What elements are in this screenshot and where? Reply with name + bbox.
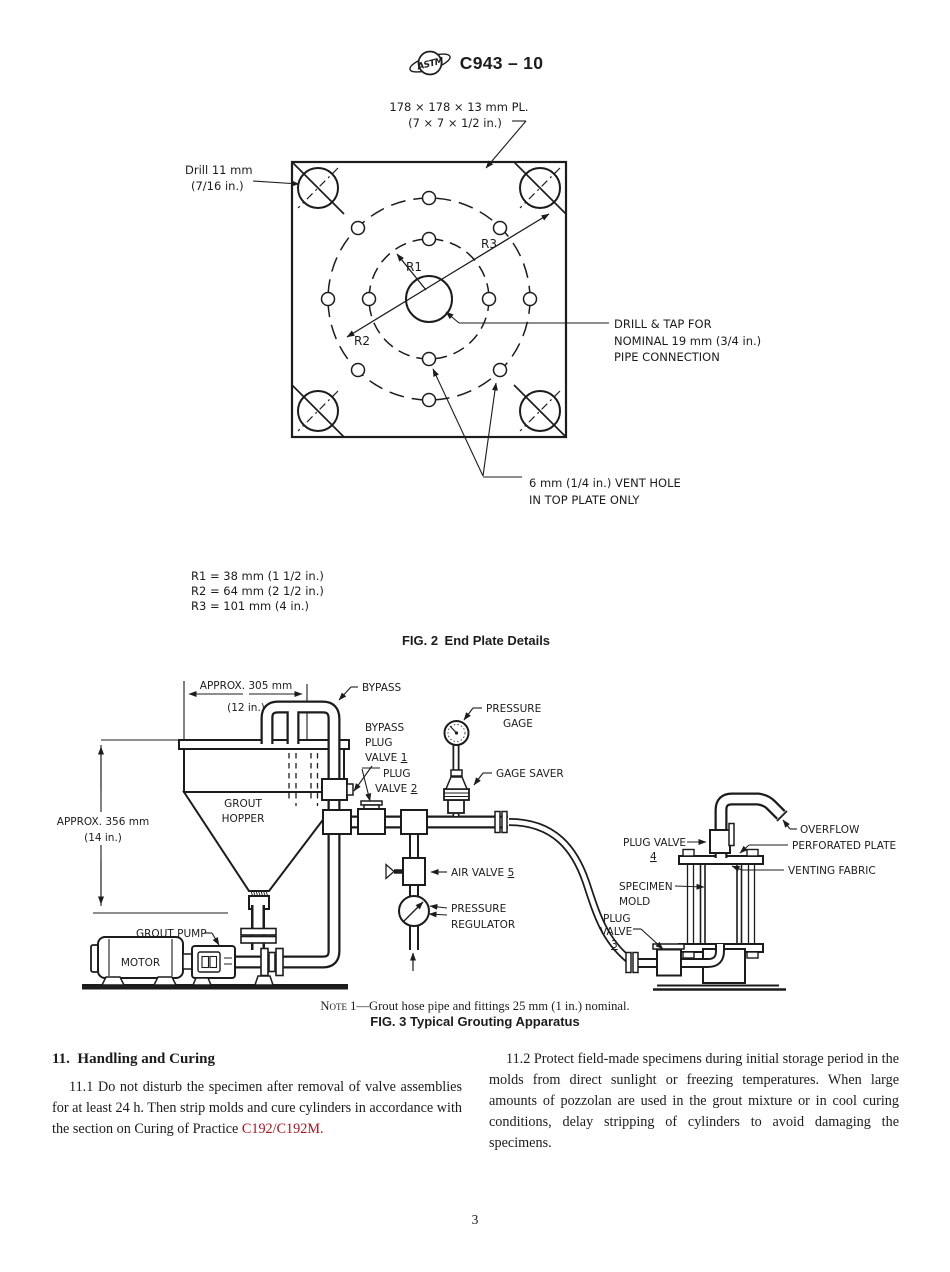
end-plate: R1 R2 R3 <box>290 160 568 439</box>
label-specimen-mold-1: SPECIMEN <box>619 881 673 893</box>
dim-height-line2: (14 in.) <box>84 832 122 844</box>
label-bypass-valve-1b: PLUG <box>365 737 392 749</box>
label-specimen-mold-2: MOLD <box>619 896 650 908</box>
tee-fitting <box>400 809 428 835</box>
standard-designation: C943 – 10 <box>459 52 544 73</box>
hose-coupling <box>625 951 632 974</box>
right-column: 11.2 Protect field-made specimens during… <box>489 1049 899 1154</box>
left-column: 11. Handling and Curing 11.1 Do not dist… <box>52 1049 462 1140</box>
label-r3: R3 <box>481 237 497 251</box>
discharge-coupling <box>260 947 269 977</box>
plug-valve-4 <box>709 822 735 854</box>
paragraph-11-1: 11.1 Do not disturb the specimen after r… <box>52 1077 462 1140</box>
label-venting-fabric: VENTING FABRIC <box>788 865 876 877</box>
plate-size-callout: 178 × 178 × 13 mm PL. (7 × 7 × 1/2 in.) <box>389 100 529 169</box>
pipe-coupling <box>494 810 501 834</box>
label-perforated-plate: PERFORATED PLATE <box>792 840 896 852</box>
drill-tap-line2: NOMINAL 19 mm (3/4 in.) <box>614 334 761 348</box>
drill-line2: (7/16 in.) <box>191 179 244 193</box>
tee-fitting <box>322 809 352 835</box>
drill-tap-line1: DRILL & TAP FOR <box>614 317 712 331</box>
label-plug-valve-3-num: 3 <box>611 939 618 951</box>
c192-link[interactable]: C192/C192M. <box>241 1121 324 1137</box>
bypass-plug-valve-1 <box>321 778 354 801</box>
figure-3-note: Note 1—Grout hose pipe and fittings 25 m… <box>0 999 950 1014</box>
pressure-gauge <box>443 720 470 746</box>
dimension-width: APPROX. 305 mm (12 in.) <box>183 680 308 744</box>
corner-drill-holes <box>291 161 567 438</box>
fittings-and-valves <box>321 720 735 977</box>
label-gage-saver: GAGE SAVER <box>496 768 564 780</box>
hose-coupling <box>632 951 639 974</box>
label-plug-valve-4-num: 4 <box>650 851 657 863</box>
dim-width-line2: (12 in.) <box>227 702 265 714</box>
figure-3-caption: FIG. 3 Typical Grouting Apparatus <box>370 1014 580 1029</box>
label-overflow: OVERFLOW <box>800 824 860 836</box>
center-pipe-hole <box>405 275 453 323</box>
hidden-pipe-lines <box>288 753 319 806</box>
dimension-height: APPROX. 356 mm (14 in.) <box>53 739 228 914</box>
label-plug-valve-3a: PLUG <box>603 913 630 925</box>
label-plug-valve-3b: VALVE <box>600 926 632 938</box>
gage-saver-device <box>443 769 470 814</box>
paragraph-11-1-text: 11.1 Do not disturb the specimen after r… <box>52 1079 462 1137</box>
drill-callout: Drill 11 mm (7/16 in.) <box>185 163 300 193</box>
note-text: Grout hose pipe and fittings 25 mm (1 in… <box>369 999 630 1013</box>
label-grout-hopper-1: GROUT <box>224 798 262 810</box>
label-pressure-regulator-1: PRESSURE <box>451 903 506 915</box>
label-plug-valve-2a: PLUG <box>383 768 410 780</box>
ground-line-pump <box>82 984 348 990</box>
plug-valve-2 <box>357 800 386 835</box>
section-heading: 11. Handling and Curing <box>52 1051 215 1067</box>
label-grout-hopper-2: HOPPER <box>222 813 265 825</box>
overflow-spout-end <box>776 810 788 822</box>
grout-hopper: GROUT HOPPER <box>178 739 350 910</box>
motor-and-pump <box>90 927 284 986</box>
plate-size-line2: (7 × 7 × 1/2 in.) <box>408 116 502 130</box>
vent-line2: IN TOP PLATE ONLY <box>529 493 640 507</box>
air-valve-5 <box>385 857 426 886</box>
label-pressure-regulator-2: REGULATOR <box>451 919 515 931</box>
pipe-coupling <box>501 810 508 834</box>
figure-2-end-plate-drawing: R1 R2 R3 178 × 178 × 13 mm PL. (7 × 7 × … <box>185 100 761 648</box>
bolt-holes <box>320 190 538 408</box>
label-r1: R1 <box>406 260 422 274</box>
r1-definition: R1 = 38 mm (1 1/2 in.) <box>191 569 324 583</box>
paragraph-11-2: 11.2 Protect field-made specimens during… <box>489 1051 899 1151</box>
label-bypass-valve-1a: BYPASS <box>365 722 405 734</box>
ground-line-mold <box>653 984 786 991</box>
pressure-regulator-device <box>398 895 430 971</box>
label-plug-valve-4: PLUG VALVE <box>623 837 686 849</box>
r3-definition: R3 = 101 mm (4 in.) <box>191 599 309 613</box>
dim-width-line1: APPROX. 305 mm <box>200 680 292 692</box>
drill-tap-line3: PIPE CONNECTION <box>614 350 720 364</box>
vent-line1: 6 mm (1/4 in.) VENT HOLE <box>529 476 681 490</box>
page-header: ASTM C943 – 10 <box>0 48 950 78</box>
inlet-flange <box>240 927 277 936</box>
astm-logo: ASTM <box>408 50 451 76</box>
page-number: 3 <box>471 1212 479 1227</box>
label-pressure-gage-1: PRESSURE <box>486 703 541 715</box>
radius-definitions: R1 = 38 mm (1 1/2 in.) R2 = 64 mm (2 1/2… <box>191 569 324 613</box>
dim-height-line1: APPROX. 356 mm <box>57 816 149 828</box>
label-bypass: BYPASS <box>362 682 402 694</box>
drill-line1: Drill 11 mm <box>185 163 253 177</box>
r2-definition: R2 = 64 mm (2 1/2 in.) <box>191 584 324 598</box>
note-label: Note 1— <box>320 999 370 1013</box>
vent-hole-callout: 6 mm (1/4 in.) VENT HOLE IN TOP PLATE ON… <box>432 368 681 507</box>
label-motor: MOTOR <box>121 957 160 969</box>
plug-valve-3 <box>652 943 685 977</box>
figure-3-grouting-apparatus-drawing: APPROX. 305 mm (12 in.) APPROX. 356 mm (… <box>53 680 896 991</box>
plate-size-line1: 178 × 178 × 13 mm PL. <box>389 100 528 114</box>
drill-tap-callout: DRILL & TAP FOR NOMINAL 19 mm (3/4 in.) … <box>445 311 761 364</box>
label-r2: R2 <box>354 334 370 348</box>
radius-dimension-arrows <box>346 213 550 338</box>
label-pressure-gage-2: GAGE <box>503 718 533 730</box>
label-grout-pump: GROUT PUMP <box>136 928 207 940</box>
figure-2-caption: FIG. 2 End Plate Details <box>402 633 550 648</box>
